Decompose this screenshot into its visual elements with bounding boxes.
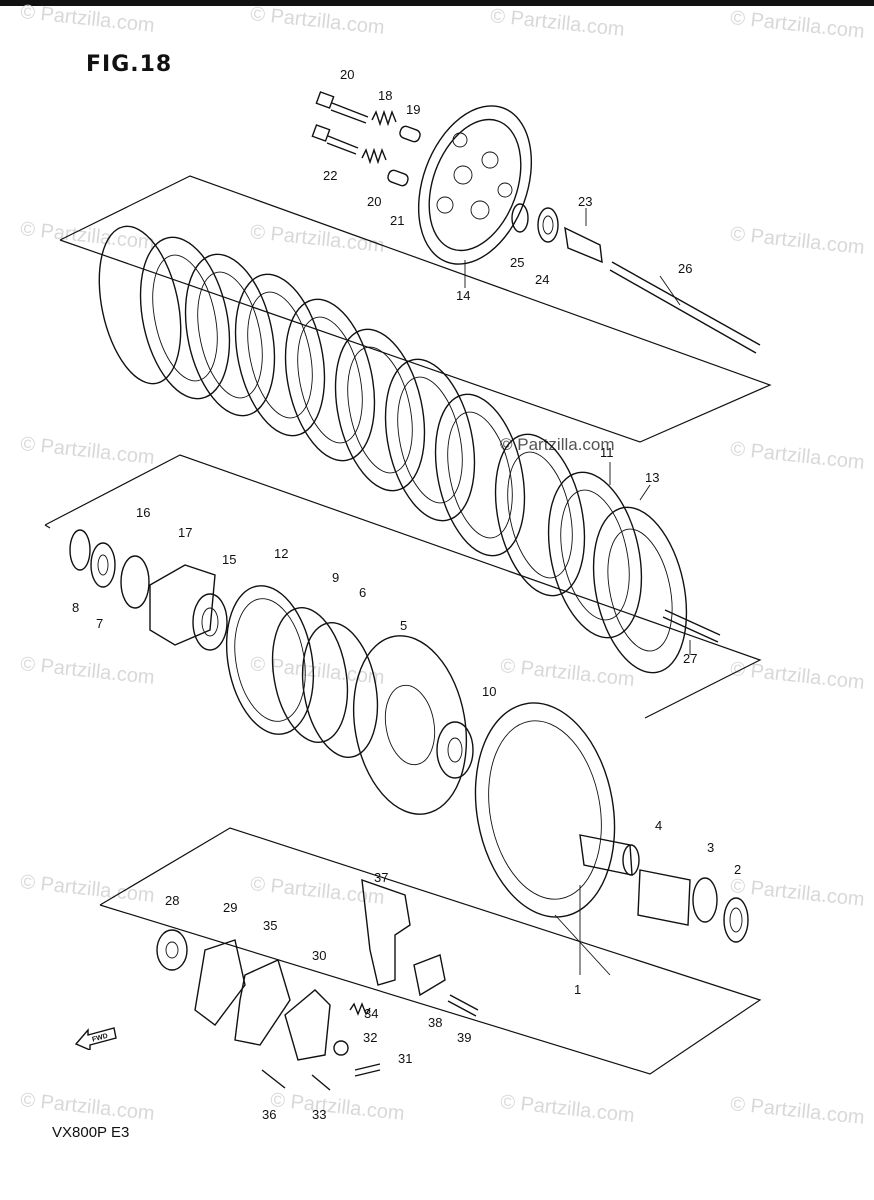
callout-24: 24	[535, 272, 549, 287]
fwd-label: FWD	[91, 1033, 108, 1044]
callout-9: 9	[332, 570, 339, 585]
callout-29: 29	[223, 900, 237, 915]
callout-39: 39	[457, 1030, 471, 1045]
callout-18: 18	[378, 88, 392, 103]
needle-bearing-spacer	[637, 869, 749, 943]
callout-8: 8	[72, 600, 79, 615]
pressure-plate	[417, 105, 533, 265]
left-bearing-assembly	[69, 529, 228, 651]
callout-11: 11	[600, 445, 614, 460]
callout-15: 15	[222, 552, 236, 567]
callout-27: 27	[683, 651, 697, 666]
callout-38: 38	[428, 1015, 442, 1030]
callout-31: 31	[398, 1051, 412, 1066]
callout-17: 17	[178, 525, 192, 540]
callout-20-top: 19	[406, 102, 420, 117]
top-border	[0, 0, 874, 6]
callout-22: 22	[323, 168, 337, 183]
callout-1: 1	[574, 982, 581, 997]
clutch-assembly-frame	[44, 454, 762, 719]
figure-title: FIG.18	[86, 52, 173, 77]
callout-labels: 20 18 19 22 20 21 23 25 24 26 14 11 13 1…	[72, 67, 741, 1122]
clutch-plate-stack	[98, 225, 721, 674]
callout-20-bottom: 21	[390, 213, 404, 228]
callout-6: 6	[359, 585, 366, 600]
callout-36: 36	[262, 1107, 276, 1122]
copyright-watermark: © Partzilla.com	[500, 435, 615, 454]
callout-37: 37	[374, 870, 388, 885]
callout-34: 34	[364, 1006, 378, 1021]
callout-23: 23	[578, 194, 592, 209]
callout-32: 32	[363, 1030, 377, 1045]
callout-30: 30	[312, 948, 326, 963]
callout-25: 25	[510, 255, 524, 270]
plate-stack-frame	[59, 175, 772, 443]
release-frame	[99, 827, 762, 1075]
clutch-bolts	[311, 91, 369, 155]
push-piece-parts	[511, 203, 761, 354]
callout-4: 4	[655, 818, 662, 833]
callout-3: 3	[707, 840, 714, 855]
callout-33: 33	[312, 1107, 326, 1122]
callout-16: 16	[136, 505, 150, 520]
callout-19: 20	[367, 194, 381, 209]
clutch-housing	[474, 702, 640, 918]
clutch-hub-group	[225, 585, 474, 815]
callout-26: 26	[678, 261, 692, 276]
model-code: VX800P E3	[52, 1124, 130, 1141]
callout-10: 10	[482, 684, 496, 699]
callout-7: 7	[96, 616, 103, 631]
callout-5: 5	[400, 618, 407, 633]
callout-2: 2	[734, 862, 741, 877]
callout-21: 20	[340, 67, 354, 82]
release-mechanism	[156, 878, 479, 1091]
callout-12: 12	[274, 546, 288, 561]
leader-lines	[464, 208, 691, 976]
callout-35: 35	[263, 918, 277, 933]
forward-arrow-icon: FWD	[74, 1027, 117, 1050]
callout-28: 28	[165, 893, 179, 908]
callout-14: 14	[456, 288, 470, 303]
callout-13: 13	[645, 470, 659, 485]
clutch-springs	[361, 109, 421, 187]
